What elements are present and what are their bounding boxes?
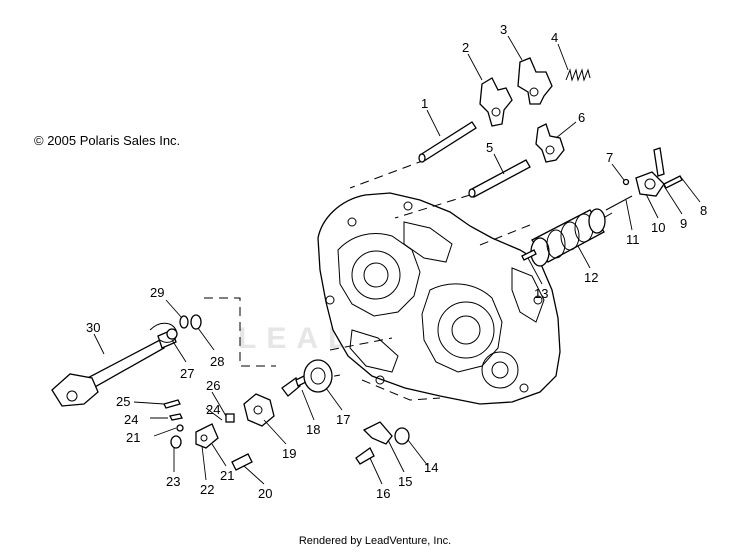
pin-7 (622, 178, 630, 186)
washer-28 (190, 314, 202, 330)
callout-23: 23 (166, 474, 180, 489)
callout-22: 22 (200, 482, 214, 497)
callout-5: 5 (486, 140, 493, 155)
leader-lines (93, 35, 701, 485)
assembly-line (479, 224, 531, 246)
callout-8: 8 (700, 203, 707, 218)
pin-25 (163, 399, 181, 409)
copyright-text: © 2005 Polaris Sales Inc. (34, 133, 181, 148)
callout-25: 25 (116, 394, 130, 409)
callout-1: 1 (421, 96, 428, 111)
callout-numbers: 1 2 3 4 5 6 7 8 9 10 11 12 13 14 15 16 1… (86, 22, 707, 501)
callout-13: 13 (534, 286, 548, 301)
callout-28: 28 (210, 354, 224, 369)
callout-7: 7 (606, 150, 613, 165)
callout-3: 3 (500, 22, 507, 37)
callout-10: 10 (651, 220, 665, 235)
nut-23 (170, 435, 182, 449)
assembly-line (349, 159, 426, 189)
callout-27: 27 (180, 366, 194, 381)
callout-12: 12 (584, 270, 598, 285)
bolt-20 (231, 453, 253, 471)
callout-24a: 24 (124, 412, 138, 427)
crankcase (317, 192, 561, 405)
callout-24b: 24 (206, 402, 220, 417)
callout-26: 26 (206, 378, 220, 393)
spring-14 (394, 427, 410, 445)
detent-assembly-9 (635, 147, 665, 197)
stopper-arm-19 (243, 393, 275, 427)
shift-rail-5 (468, 159, 531, 198)
footer-text: Rendered by LeadVenture, Inc. (298, 535, 452, 547)
callout-11: 11 (626, 232, 640, 247)
shift-fork-3 (517, 57, 553, 105)
gear-17 (303, 359, 333, 393)
shift-rail-1 (418, 121, 477, 163)
spring-4 (565, 68, 591, 82)
pin-24 (169, 413, 183, 421)
assembly-line (329, 337, 393, 351)
bolt-8 (663, 175, 683, 189)
callout-17: 17 (336, 412, 350, 427)
callout-29: 29 (150, 285, 164, 300)
washer-21 (176, 424, 184, 432)
callout-9: 9 (680, 216, 687, 231)
assembly-line (361, 379, 441, 401)
clip-29 (179, 315, 189, 329)
callout-21b: 21 (220, 468, 234, 483)
shift-fork-2 (479, 77, 513, 127)
spring-27 (149, 322, 178, 343)
callout-4: 4 (551, 30, 558, 45)
callout-30: 30 (86, 320, 100, 335)
shift-fork-6 (535, 123, 565, 163)
callout-2: 2 (462, 40, 469, 55)
callout-18: 18 (306, 422, 320, 437)
callout-19: 19 (282, 446, 296, 461)
callout-15: 15 (398, 474, 412, 489)
shift-shaft-30 (51, 329, 177, 407)
shift-drum-12 (521, 208, 606, 267)
pin-11 (605, 195, 633, 211)
callout-16: 16 (376, 486, 390, 501)
assembly-line (394, 194, 471, 219)
assembly-line (204, 297, 276, 367)
stopper-22 (195, 423, 219, 449)
roller-26 (225, 413, 235, 423)
callout-14: 14 (424, 460, 438, 475)
arm-15 (362, 421, 393, 445)
callout-20: 20 (258, 486, 272, 501)
callout-21a: 21 (126, 430, 140, 445)
bolt-16 (355, 447, 375, 465)
callout-6: 6 (578, 110, 585, 125)
